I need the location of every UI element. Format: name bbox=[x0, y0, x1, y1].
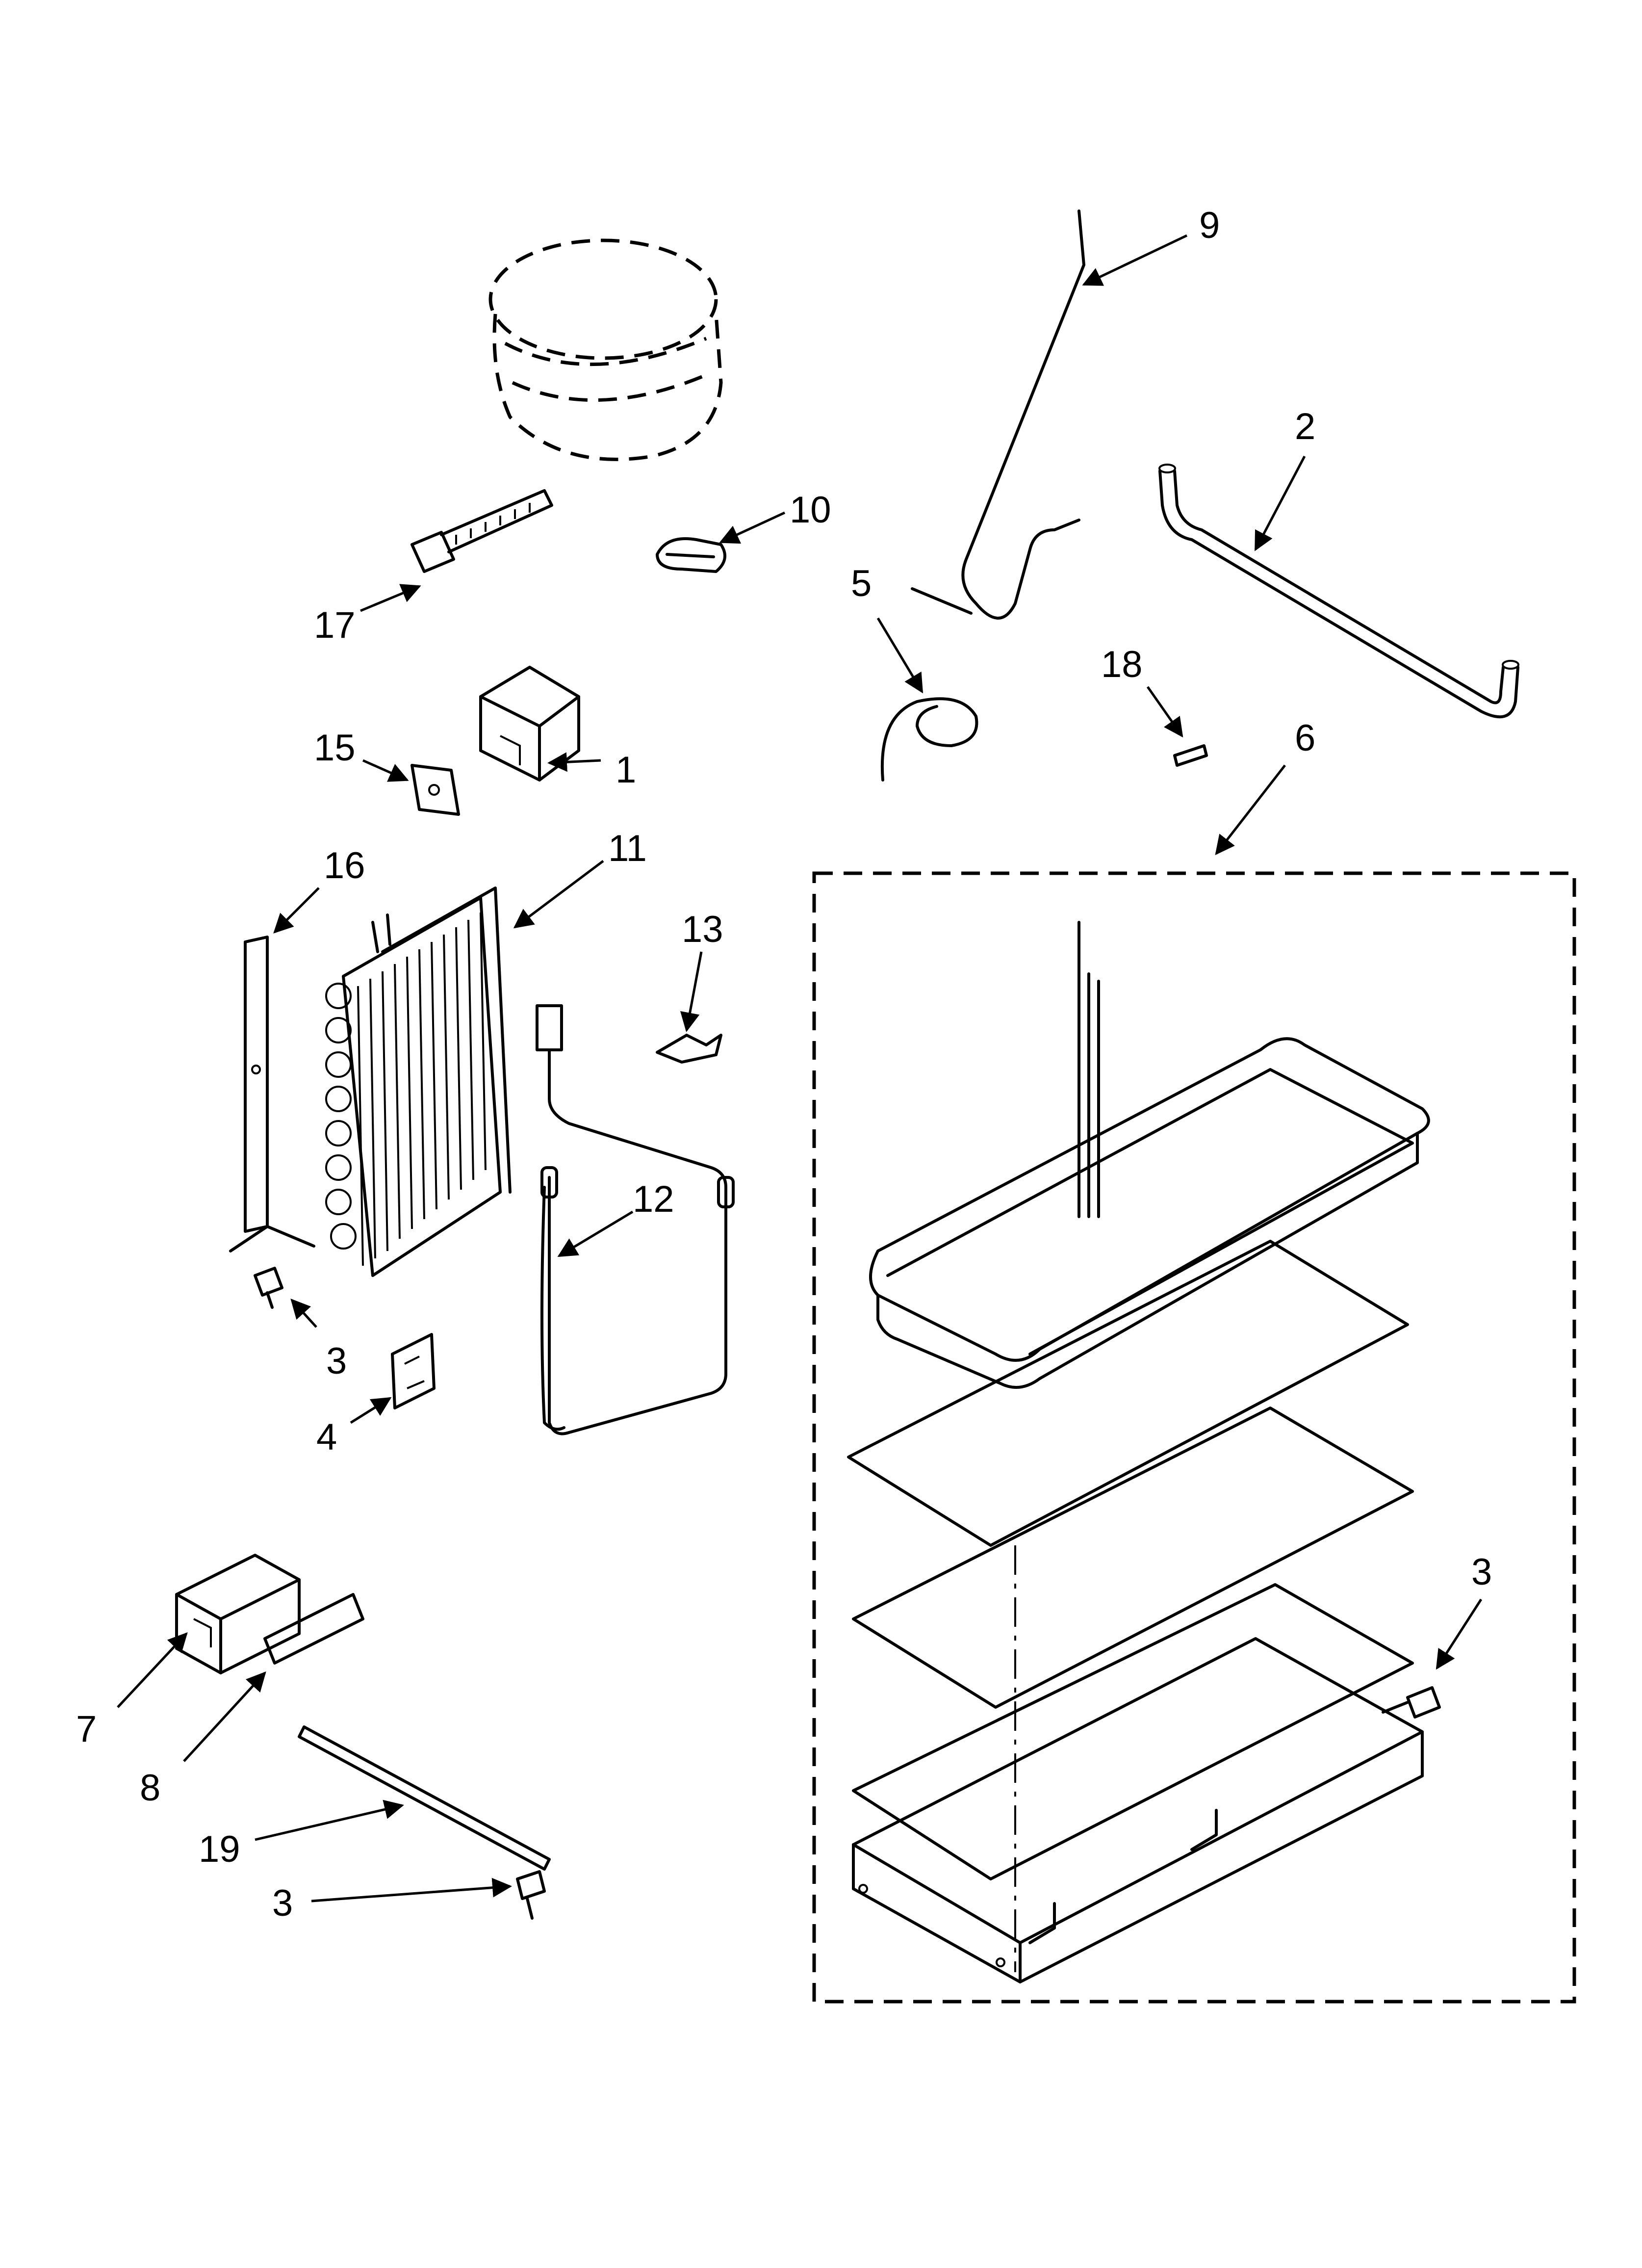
callout-1: 1 bbox=[616, 749, 636, 791]
leader-8 bbox=[183, 1671, 266, 1762]
leader-3a bbox=[290, 1299, 317, 1328]
leader-10 bbox=[719, 511, 786, 544]
part-6-tray bbox=[869, 921, 1430, 1389]
leader-16 bbox=[273, 887, 320, 934]
part-7-box bbox=[175, 1554, 301, 1674]
callout-3c: 3 bbox=[272, 1882, 293, 1924]
part-13-clip bbox=[656, 1034, 722, 1064]
leader-11 bbox=[513, 860, 604, 929]
part-17-cable-tie bbox=[410, 489, 553, 573]
leader-19 bbox=[255, 1799, 404, 1841]
leader-15 bbox=[362, 759, 409, 782]
leader-3b bbox=[1436, 1598, 1483, 1670]
callout-4: 4 bbox=[316, 1416, 337, 1458]
leader-9 bbox=[1082, 234, 1188, 286]
part-3b-screw bbox=[1382, 1686, 1441, 1719]
callout-7: 7 bbox=[76, 1708, 97, 1750]
part-6-sheet-3 bbox=[852, 1583, 1414, 1880]
part-5-coil bbox=[880, 697, 978, 782]
part-4-bracket bbox=[391, 1333, 436, 1409]
callout-13: 13 bbox=[682, 909, 723, 950]
part-9-tube bbox=[911, 209, 1085, 620]
callout-2: 2 bbox=[1295, 406, 1315, 447]
leader-7 bbox=[117, 1632, 188, 1708]
leader-13 bbox=[680, 951, 703, 1032]
part-6-base-pan bbox=[852, 1637, 1424, 1983]
leader-17 bbox=[360, 584, 421, 612]
callout-11: 11 bbox=[608, 828, 647, 869]
callout-3b: 3 bbox=[1471, 1551, 1492, 1593]
part-19-strip bbox=[298, 1725, 551, 1871]
part-18-clip bbox=[1173, 744, 1208, 767]
part-10-clip bbox=[656, 537, 726, 573]
leader-3c bbox=[311, 1877, 512, 1903]
callout-9: 9 bbox=[1199, 205, 1220, 246]
part-3a-screw bbox=[254, 1267, 283, 1309]
leader-5 bbox=[876, 617, 924, 694]
part-6-sheet-2 bbox=[852, 1407, 1414, 1709]
callout-15: 15 bbox=[314, 727, 356, 769]
callout-6: 6 bbox=[1295, 717, 1315, 759]
callout-17: 17 bbox=[314, 604, 356, 646]
callout-8: 8 bbox=[140, 1767, 160, 1809]
part-16-strip bbox=[229, 936, 315, 1252]
callout-18: 18 bbox=[1101, 644, 1143, 685]
part-12-heater bbox=[536, 1004, 735, 1435]
part-3c-screw bbox=[516, 1870, 546, 1920]
leader-1 bbox=[547, 752, 601, 772]
callout-10: 10 bbox=[790, 489, 831, 531]
leader-2 bbox=[1254, 455, 1306, 551]
callout-16: 16 bbox=[324, 845, 365, 886]
part-2-tube bbox=[1158, 464, 1519, 719]
part-15-plate bbox=[410, 764, 460, 816]
leader-12 bbox=[557, 1210, 634, 1257]
callout-19: 19 bbox=[199, 1828, 240, 1870]
part-11-evaporator bbox=[325, 886, 512, 1277]
part-1-bracket bbox=[479, 666, 580, 782]
callout-12: 12 bbox=[633, 1178, 674, 1220]
part-8-plate bbox=[263, 1593, 364, 1665]
leader-18 bbox=[1146, 686, 1183, 738]
compressor-outline bbox=[488, 238, 723, 461]
part-6-assembly-box bbox=[812, 871, 1576, 2004]
callout-5: 5 bbox=[851, 563, 872, 604]
leader-6 bbox=[1215, 764, 1286, 856]
part-6-sheet-1 bbox=[847, 1240, 1409, 1547]
leader-4 bbox=[350, 1397, 392, 1424]
callout-3a: 3 bbox=[326, 1340, 347, 1382]
